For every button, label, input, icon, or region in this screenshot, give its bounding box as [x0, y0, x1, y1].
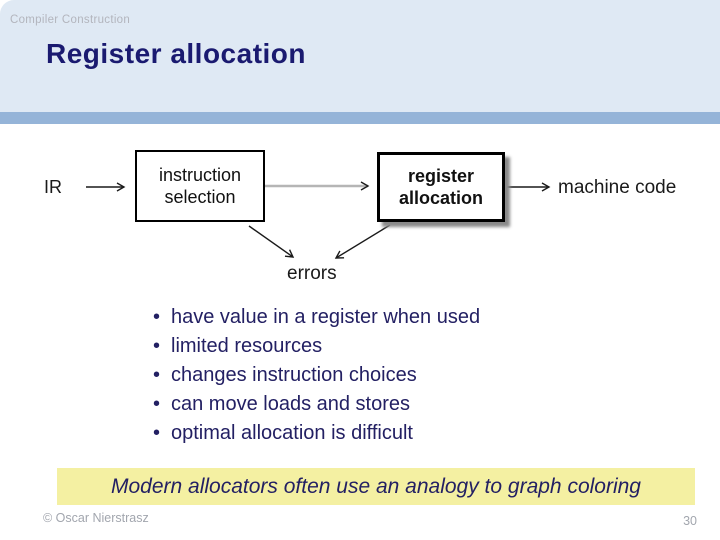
- header-divider: [0, 112, 720, 124]
- bullet-list: have value in a register when used limit…: [153, 303, 480, 448]
- callout-banner: Modern allocators often use an analogy t…: [57, 468, 695, 505]
- arrow-selection-to-errors: [248, 225, 295, 258]
- diagram-arrows: [86, 181, 551, 259]
- box-instruction-selection: instruction selection: [135, 150, 265, 222]
- bullet-item: changes instruction choices: [153, 361, 480, 390]
- bullet-item: limited resources: [153, 332, 480, 361]
- box-instruction-selection-line2: selection: [164, 187, 236, 207]
- bullet-item: can move loads and stores: [153, 390, 480, 419]
- box-register-allocation: register allocation: [377, 152, 505, 222]
- pipeline-diagram: IR instruction selection register alloca…: [44, 150, 677, 284]
- copyright-text: © Oscar Nierstrasz: [43, 511, 149, 525]
- slide-header: Compiler Construction Register allocatio…: [0, 0, 720, 112]
- bullet-item: optimal allocation is difficult: [153, 419, 480, 448]
- label-machine-code: machine code: [558, 177, 677, 198]
- bullet-item: have value in a register when used: [153, 303, 480, 332]
- box-register-allocation-line2: allocation: [398, 188, 483, 208]
- page-number: 30: [683, 514, 697, 528]
- box-instruction-selection-line1: instruction: [158, 164, 242, 185]
- page-title: Register allocation: [46, 38, 307, 69]
- box-register-allocation-line1: register: [407, 165, 475, 186]
- arrow-allocation-to-errors: [334, 224, 391, 259]
- label-errors: errors: [287, 263, 337, 284]
- label-ir: IR: [44, 177, 62, 197]
- course-name: Compiler Construction: [10, 14, 131, 26]
